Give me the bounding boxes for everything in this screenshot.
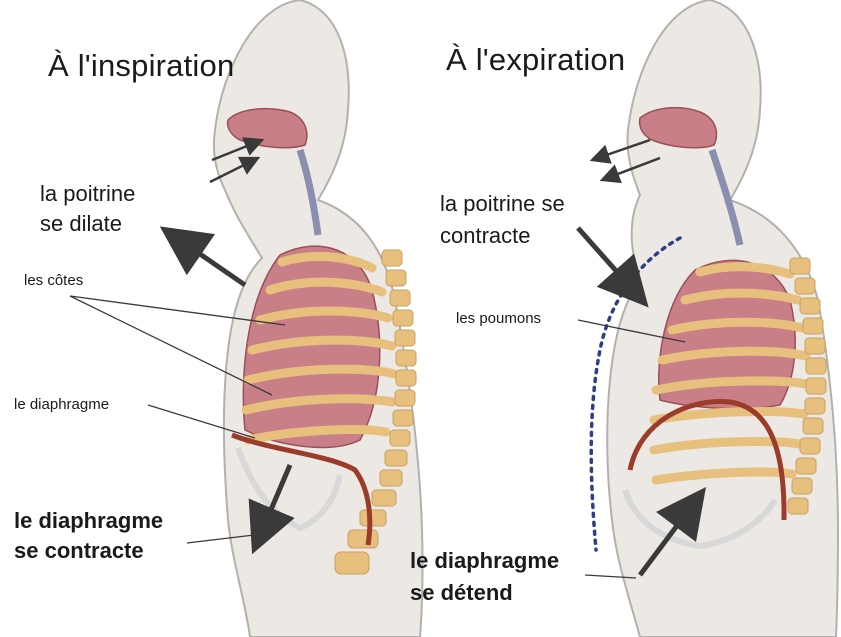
left-title: À l'inspiration [48, 48, 234, 84]
lungs-label: les poumons [456, 310, 541, 327]
ribs-label: les côtes [24, 272, 83, 289]
left-chest-label-line1: la poitrine [40, 180, 135, 208]
right-chest-label-line1: la poitrine se [440, 190, 565, 218]
right-diaphragm-action-line2: se détend [410, 578, 513, 608]
right-title: À l'expiration [446, 42, 625, 78]
right-figure [578, 0, 838, 637]
left-chest-label-line2: se dilate [40, 210, 122, 238]
diaphragm-label: le diaphragme [14, 396, 109, 413]
left-diaphragm-action-line2: se contracte [14, 536, 144, 566]
left-chest-expand-arrow [168, 232, 245, 285]
right-chest-label-line2: contracte [440, 222, 531, 250]
left-diaphragm-action-line1: le diaphragme [14, 506, 163, 536]
right-diaphragm-action-line1: le diaphragme [410, 546, 559, 576]
